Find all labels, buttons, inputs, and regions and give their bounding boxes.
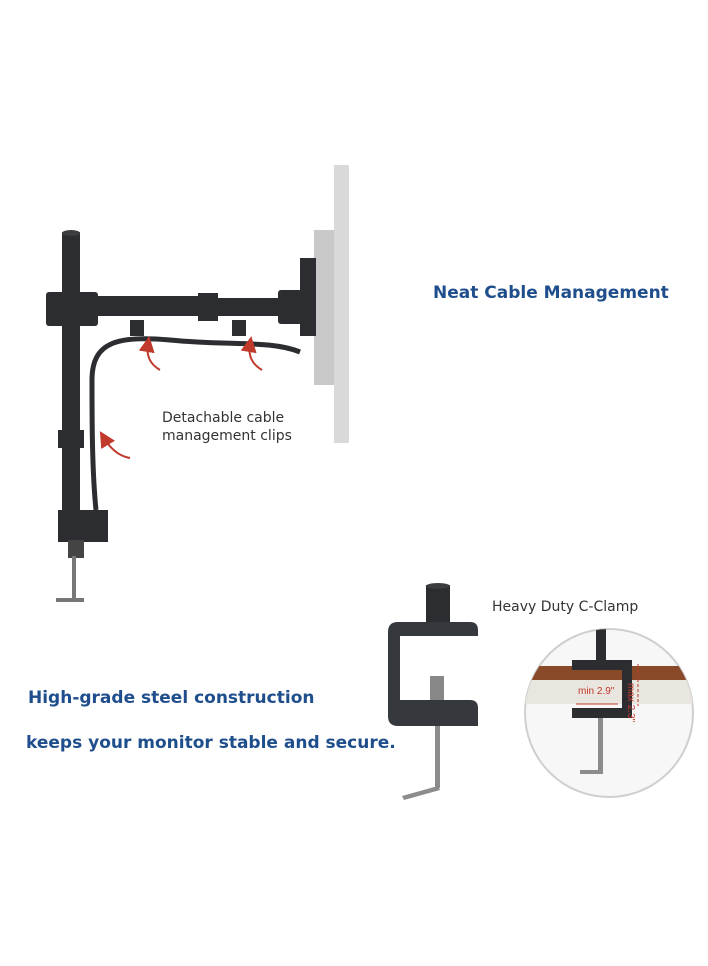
steel-construction-line2: keeps your monitor stable and secure. — [26, 733, 396, 753]
min-dimension-label: min 2.9" — [578, 686, 615, 697]
detachable-clips-caption-line2: management clips — [162, 428, 292, 444]
clamp-top — [56, 510, 108, 602]
arrow-clip-1 — [138, 336, 161, 371]
clamp-inset-circle — [524, 628, 694, 798]
monitor-panel — [300, 165, 349, 443]
detachable-clips-caption-line1: Detachable cable — [162, 410, 285, 426]
mount-arm — [90, 290, 302, 336]
arrow-clip-2 — [240, 336, 263, 371]
max-dimension-label: max 2.3" — [625, 683, 636, 723]
heavy-duty-clamp-caption: Heavy Duty C-Clamp — [492, 599, 639, 615]
arrow-clip-3 — [99, 431, 131, 459]
neat-cable-heading: Neat Cable Management — [433, 283, 669, 303]
mount-pole — [46, 230, 98, 517]
c-clamp-large — [388, 583, 478, 800]
steel-construction-line1: High-grade steel construction — [28, 688, 315, 708]
